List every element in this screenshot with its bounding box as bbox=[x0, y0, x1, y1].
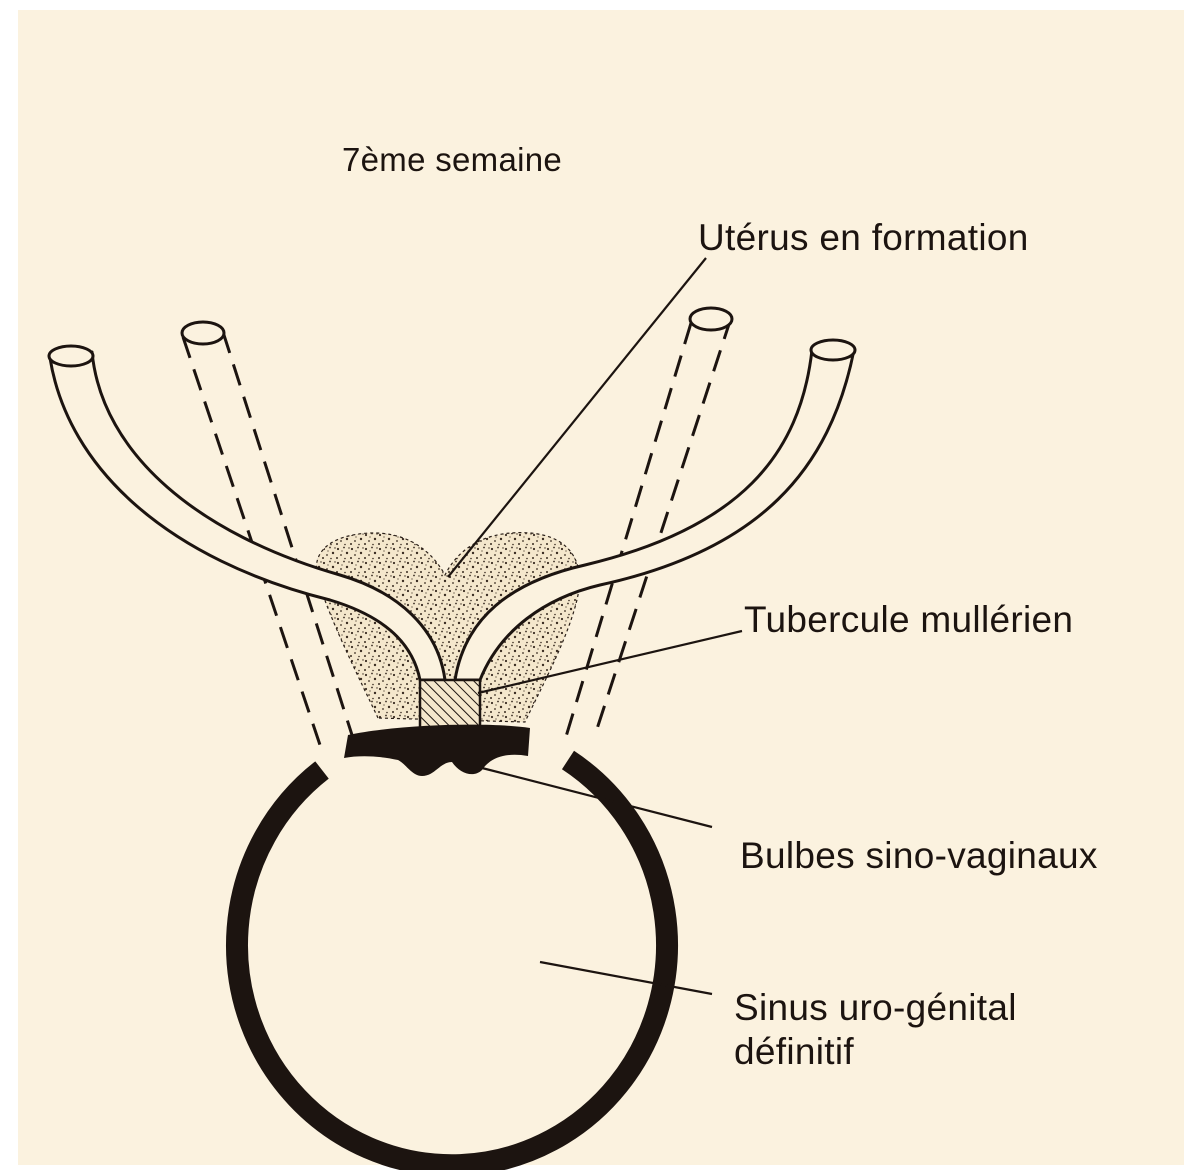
wolffian-duct-right-opening bbox=[690, 308, 732, 330]
mullerian-duct-left-opening bbox=[49, 346, 93, 366]
wolffian-duct-left-opening bbox=[182, 322, 224, 344]
leader-line-uterus bbox=[448, 258, 706, 577]
label-urogenital-sinus-line2: définitif bbox=[734, 1030, 1017, 1074]
label-mullerian-tubercle: Tubercule mullérien bbox=[744, 598, 1073, 642]
label-urogenital-sinus-line1: Sinus uro-génital bbox=[734, 986, 1017, 1030]
figure-title: 7ème semaine bbox=[342, 140, 562, 180]
mullerian-tubercle bbox=[420, 680, 480, 728]
urogenital-sinus-wall bbox=[237, 760, 667, 1165]
label-urogenital-sinus: Sinus uro-génital définitif bbox=[734, 986, 1017, 1075]
mullerian-duct-right-opening bbox=[811, 340, 855, 360]
leader-line-sinus bbox=[540, 962, 712, 994]
sinovaginal-bulbs bbox=[344, 725, 530, 776]
label-sinovaginal-bulbs: Bulbes sino-vaginaux bbox=[740, 834, 1098, 878]
label-forming-uterus: Utérus en formation bbox=[698, 216, 1029, 260]
